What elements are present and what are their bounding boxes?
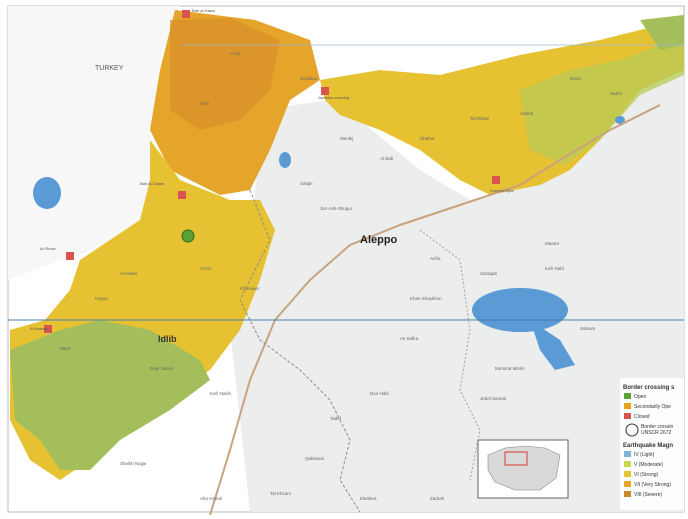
- place-label: Atareb: [520, 111, 534, 116]
- intensity-strong-area-north: [320, 20, 684, 195]
- intensity-very-strong-area: [170, 18, 280, 130]
- legend-label-secondary: Secondarily Ope: [634, 404, 671, 410]
- crossing-marker-closed: [321, 87, 329, 95]
- country-label: TURKEY: [95, 65, 124, 72]
- place-label: Salqin: [300, 181, 313, 186]
- city-label-idlib: Idlib: [158, 334, 177, 344]
- lake-assad: [472, 288, 568, 332]
- crossing-marker-unscr: [181, 229, 195, 243]
- legend-circle-unscr-icon: [625, 423, 639, 437]
- lake-turkey: [33, 177, 61, 209]
- place-label: Hayan: [95, 296, 109, 301]
- legend-label-unscr-1: Border crossin: [641, 424, 673, 430]
- place-label: Kafr Nasih: [210, 391, 232, 396]
- place-label: Jisr-Ash-Shugur: [320, 206, 353, 211]
- crossing-label: Al Hamam: [30, 326, 49, 331]
- place-label: Jebel Saman: [480, 396, 507, 401]
- place-label: Al Eis: [200, 266, 212, 271]
- place-label: Ariha: [430, 256, 441, 261]
- place-label: Harim: [610, 91, 622, 96]
- place-label: Elsafera: [360, 496, 377, 501]
- inset-country-shape: [487, 445, 561, 491]
- inset-map: [477, 439, 569, 499]
- admin-border-2: [419, 229, 481, 481]
- place-label: Saloum: [580, 326, 596, 331]
- place-label: A'zaz: [230, 51, 242, 56]
- land-area: [230, 70, 684, 512]
- place-label: Al Hader: [120, 271, 138, 276]
- place-label: Jarablus: [300, 76, 318, 81]
- place-label: Mare': [60, 346, 71, 351]
- place-label: As Safira: [400, 336, 419, 341]
- crossing-marker-closed: [182, 10, 190, 18]
- legend-earthquake-title: Earthquake Magn: [623, 443, 673, 449]
- legend-swatch-viii: [624, 491, 631, 497]
- place-label: Maaret: [545, 241, 560, 246]
- place-label: Deir Hafir: [370, 391, 390, 396]
- legend-background: [620, 378, 684, 510]
- lake-small: [279, 152, 291, 168]
- legend-label-iv: IV (Light): [634, 452, 655, 458]
- legend-swatch-v: [624, 461, 631, 467]
- place-label: Sheikh Najjar: [120, 461, 147, 466]
- place-label: Khanaser: [240, 286, 260, 291]
- place-label: Dayr Jamal: [150, 366, 173, 371]
- legend-label-vii: VII (Very Strong): [634, 482, 671, 488]
- legend-label-vi: VI (Strong): [634, 472, 659, 478]
- main-road: [209, 104, 661, 516]
- place-label: Kafr Nabl: [545, 266, 564, 271]
- intensity-moderate-area-north: [520, 40, 684, 165]
- inset-extent-box: [504, 451, 528, 466]
- place-label: Dana: [570, 76, 581, 81]
- legend-label-open: Open: [634, 394, 646, 400]
- place-label: Khan Shaykhun: [410, 296, 442, 301]
- place-label: Tal Rifaat: [470, 116, 490, 121]
- legend-swatch-open: [624, 393, 631, 399]
- place-label: Qabbasin: [305, 456, 325, 461]
- turkey-area: [8, 6, 180, 280]
- legend-swatch-vi: [624, 471, 631, 477]
- place-label: Abu Kamal: [200, 496, 222, 501]
- crossing-marker-closed: [66, 252, 74, 260]
- lake-jabbul: [615, 116, 625, 124]
- place-label: Afrin: [200, 101, 210, 106]
- place-label: Dhaher: [420, 136, 435, 141]
- place-label: Tadef: [330, 416, 342, 421]
- legend-label-v: V (Moderate): [634, 462, 664, 468]
- crossing-marker-closed: [44, 325, 52, 333]
- place-label: Menbij: [340, 136, 353, 141]
- place-label: Tal Khzam: [270, 491, 291, 496]
- admin-border: [239, 189, 361, 513]
- legend-swatch-secondary: [624, 403, 631, 409]
- legend-swatch-closed: [624, 413, 631, 419]
- intensity-moderate-area-southwest: [10, 320, 210, 470]
- place-label: Zarbah: [430, 496, 445, 501]
- crossing-label: Ar-Ra'ee: [40, 246, 56, 251]
- legend-crossing-title: Border crossing s: [623, 385, 675, 391]
- intensity-moderate-area-northeast: [640, 15, 684, 50]
- crossing-label: Kherbet Eljoz: [490, 188, 514, 193]
- place-label: Al Bab: [380, 156, 394, 161]
- lake-assad-tail: [530, 320, 575, 370]
- legend-label-unscr-2: UNSCR 2672: [641, 430, 672, 436]
- legend-label-viii: VIII (Severe): [634, 492, 662, 498]
- place-label: Saraqab: [480, 271, 498, 276]
- crossing-marker-closed: [492, 176, 500, 184]
- crossing-marker-closed: [178, 191, 186, 199]
- city-label-aleppo: Aleppo: [360, 234, 398, 246]
- legend-label-closed: Closed: [634, 414, 650, 420]
- legend: Border crossing s Open Secondarily Ope C…: [620, 378, 684, 510]
- legend-swatch-vii: [624, 481, 631, 487]
- legend-swatch-iv: [624, 451, 631, 457]
- crossing-label: Jarablus crossing: [318, 95, 349, 100]
- place-label: Ma'arrat Misrin: [495, 366, 525, 371]
- crossing-label: Bab al-Hawa: [192, 8, 216, 13]
- crossing-label: Bab Al-Salam: [140, 181, 165, 186]
